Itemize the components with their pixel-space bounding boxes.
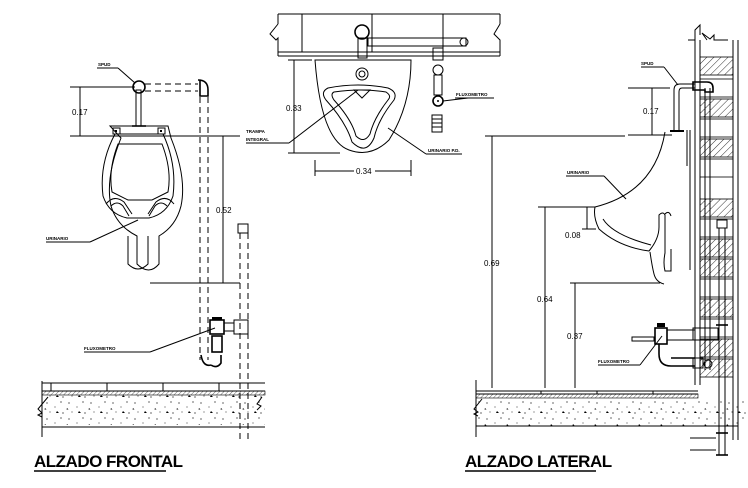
lateral-label-spud: SPUD	[641, 61, 654, 66]
title-front: ALZADO FRONTAL	[34, 452, 183, 471]
lateral-label-flush-valve: FLUXOMETRO	[598, 359, 630, 364]
waste-pipe-front	[237, 223, 249, 440]
top-label-flush-valve: FLUXOMETRO	[456, 92, 488, 97]
lateral-dim-bottom-height: 0.37	[567, 332, 583, 341]
lateral-dim-total-height: 0.69	[484, 259, 500, 268]
front-dim-spud-height: 0.17	[72, 108, 88, 117]
top-view: 0.33 0.34 TRAMPA INTEGRAL URINARIO P.D. …	[246, 13, 501, 176]
top-labels: TRAMPA INTEGRAL URINARIO P.D. FLUXOMETRO	[246, 89, 494, 155]
lateral-dimensions: 0.17 0.69 0.64 0.08 0.37	[484, 87, 672, 388]
lateral-labels: SPUD URINARIO FLUXOMETRO	[566, 61, 679, 366]
title-lateral: ALZADO LATERAL	[465, 452, 612, 471]
spud-supply-front	[132, 79, 209, 360]
front-labels: SPUD URINARIO FLUXOMETRO	[46, 62, 216, 353]
top-label-trap-1: TRAMPA	[246, 129, 266, 134]
lateral-label-urinal: URINARIO	[567, 170, 590, 175]
top-dimensions: 0.33 0.34	[286, 59, 412, 176]
top-dim-width: 0.34	[356, 167, 372, 176]
urinal-front	[101, 125, 184, 271]
lateral-dim-lip-depth: 0.08	[565, 231, 581, 240]
urinal-lateral	[594, 131, 672, 285]
lateral-dim-spud-height: 0.17	[643, 107, 659, 116]
urinal-top	[314, 59, 412, 153]
flush-valve-lateral	[631, 323, 719, 369]
front-dimensions: 0.17 0.52	[70, 86, 240, 284]
front-label-urinal: URINARIO	[46, 236, 69, 241]
flush-valve-front	[200, 317, 249, 368]
wall-beam-top	[269, 13, 501, 57]
lateral-view: 0.17 0.69 0.64 0.08 0.37 SPUD URINARIO F	[465, 23, 746, 472]
floor-slab-lateral	[472, 380, 746, 437]
lateral-dim-rim-height: 0.64	[537, 295, 553, 304]
floor-slab-front	[36, 381, 266, 437]
top-label-urinal: URINARIO P.D.	[428, 148, 460, 153]
front-label-flush-valve: FLUXOMETRO	[84, 346, 116, 351]
front-view: 0.17 0.52 SPUD URINARIO	[34, 62, 266, 472]
supply-pipe-top	[354, 24, 469, 133]
top-dim-depth: 0.33	[286, 104, 302, 113]
front-dim-rim-bottom: 0.52	[216, 206, 232, 215]
front-label-spud: SPUD	[98, 62, 111, 67]
spud-lateral	[670, 83, 695, 270]
top-label-trap-2: INTEGRAL	[246, 137, 269, 142]
